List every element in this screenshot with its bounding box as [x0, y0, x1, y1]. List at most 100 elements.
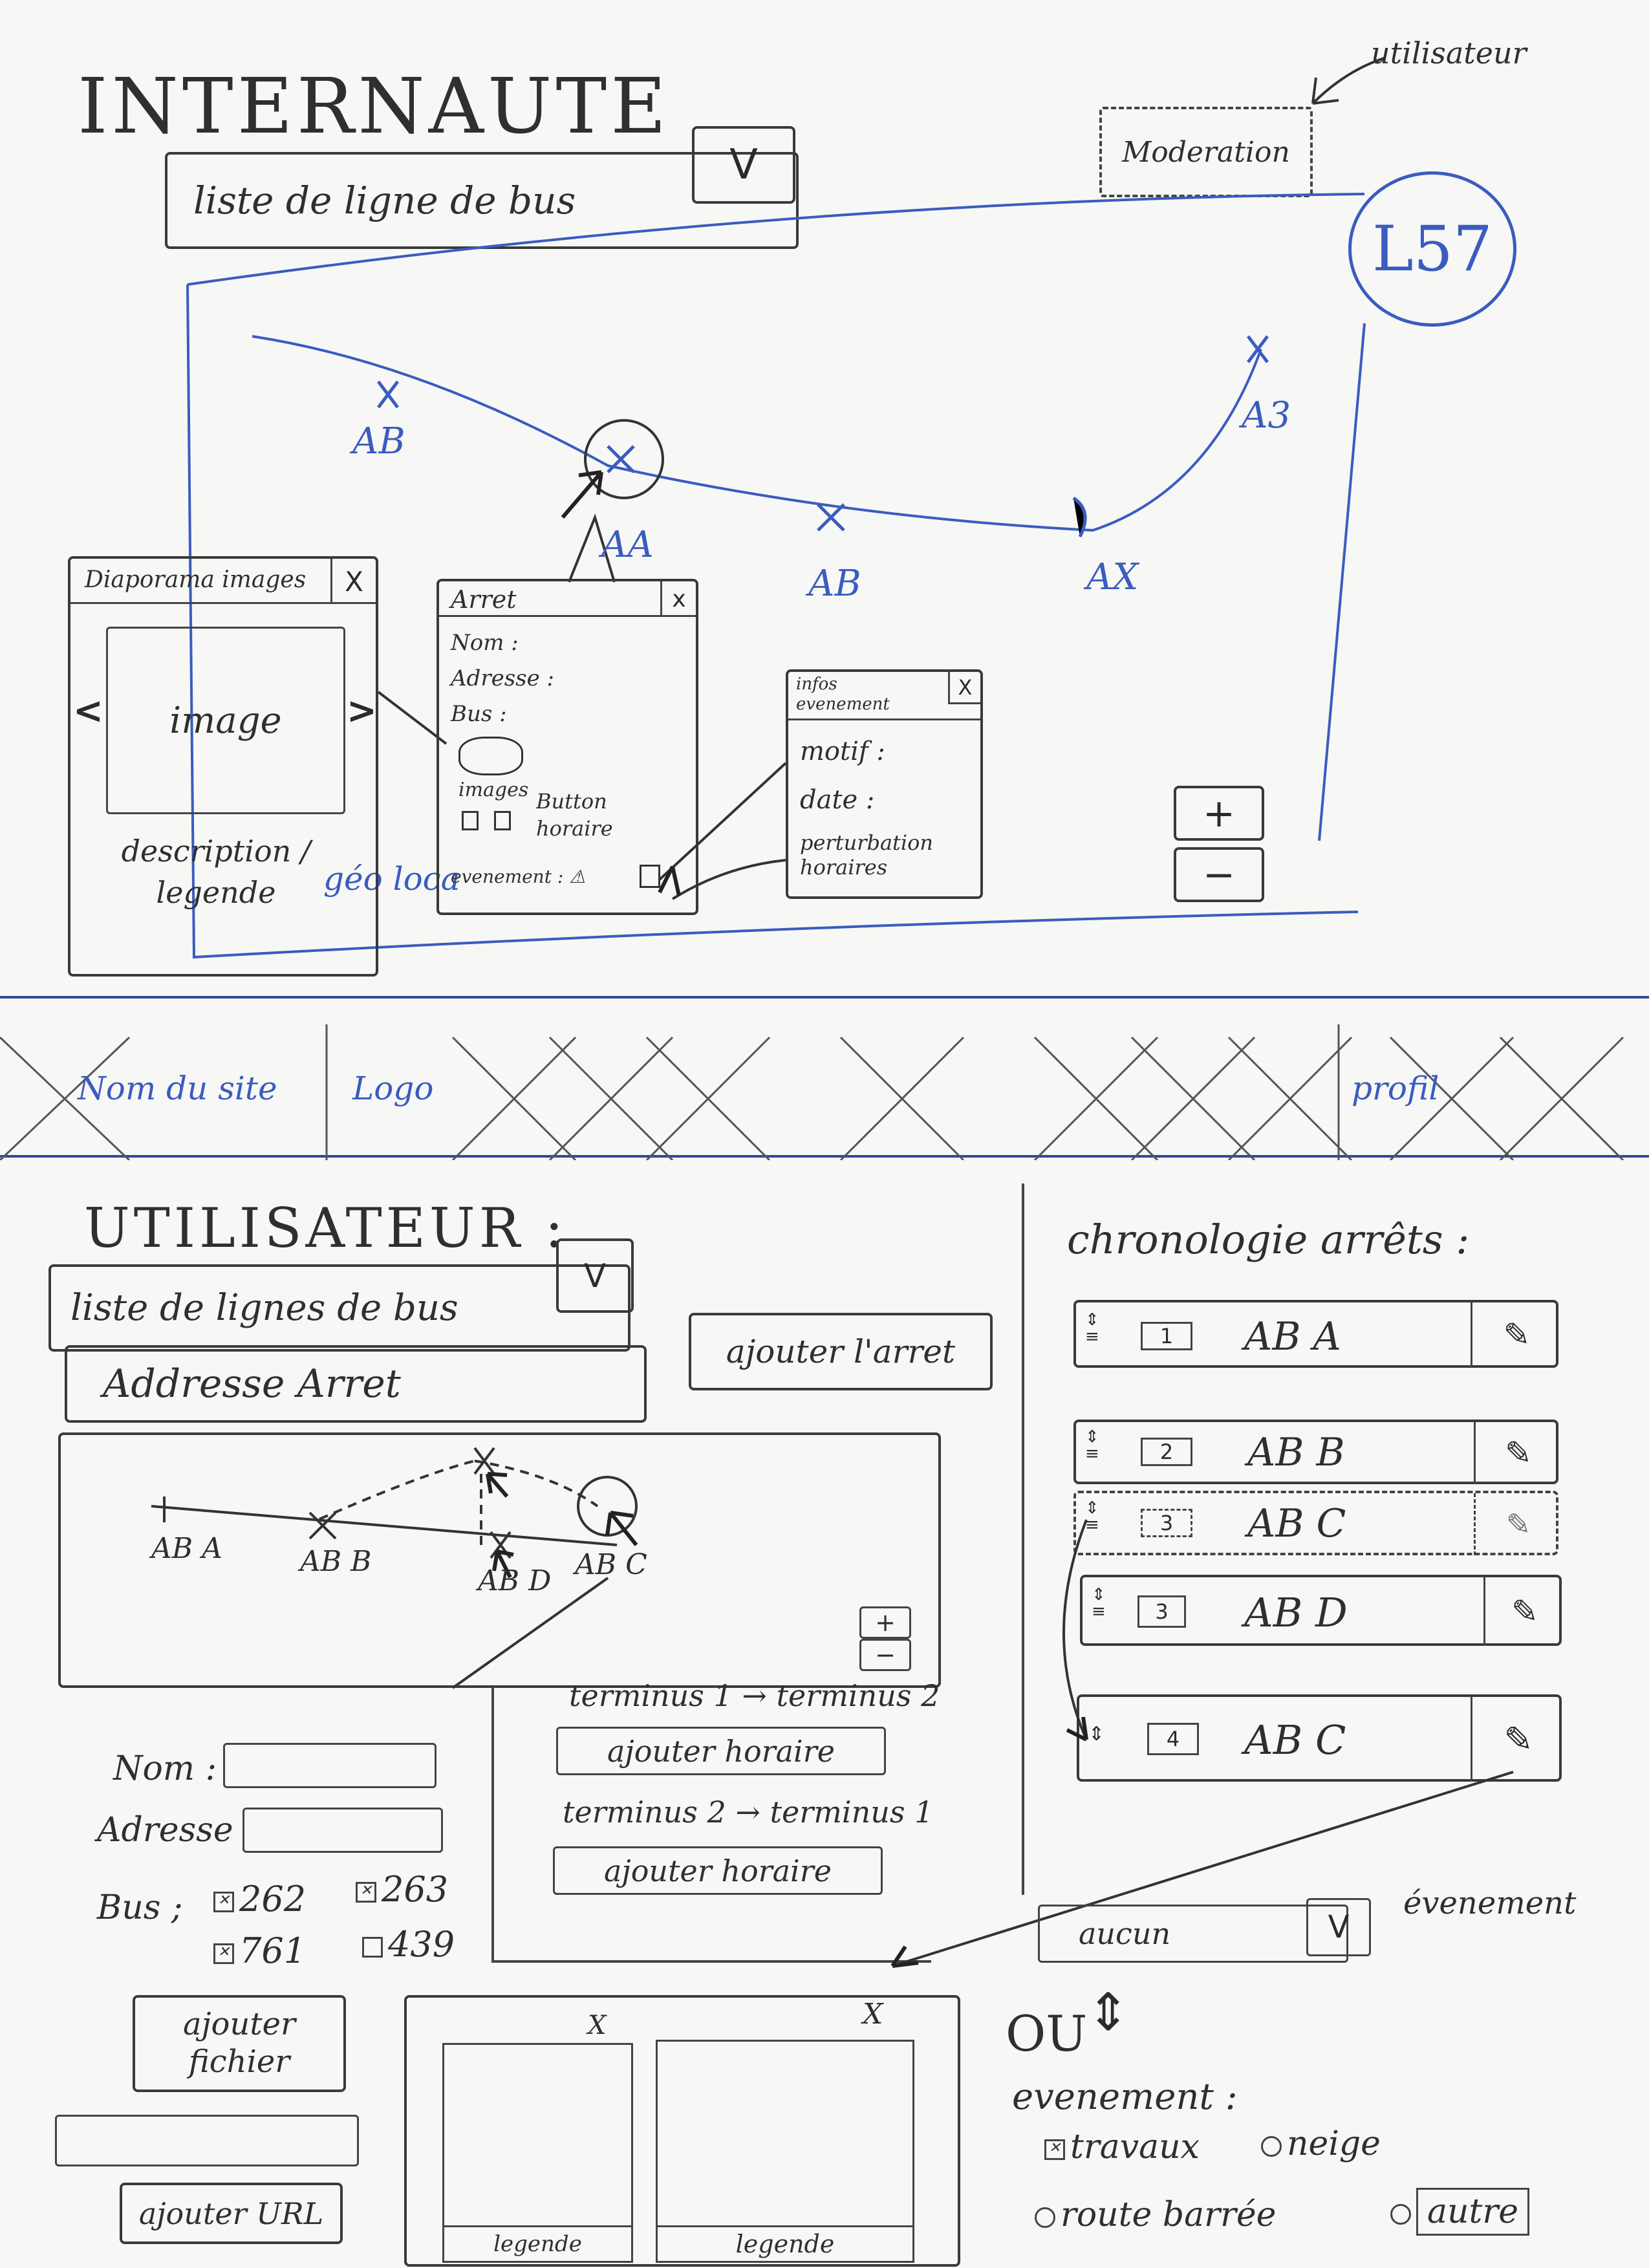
map-border [186, 193, 1366, 959]
drag-reorder-arrow [1062, 1519, 1088, 1742]
chronology-item-number: 3 [1137, 1595, 1186, 1628]
slideshow-title: Diaporama images [85, 567, 307, 593]
user-zoom-in-button[interactable]: + [859, 1606, 911, 1639]
stop-event-label: evenement : ⚠ [451, 866, 586, 887]
event-option-neige[interactable]: neige [1261, 2124, 1381, 2163]
reorder-handle-icon[interactable]: ⇕≡ [1092, 1585, 1106, 1621]
event-select-value: aucun [1079, 1916, 1171, 1951]
header-placeholder-pattern [0, 1024, 1624, 1160]
bus-checkbox-263[interactable]: ✕263 [356, 1869, 448, 1910]
profile-link[interactable]: profil [1352, 1070, 1439, 1107]
chronology-title: chronologie arrêts : [1067, 1216, 1470, 1263]
media-preview-panel: legende X legende X [404, 1995, 960, 2267]
edit-pencil-icon[interactable]: ✎ [1471, 1697, 1564, 1782]
checkbox-icon[interactable] [462, 811, 479, 830]
user-line-select-dropdown-button[interactable]: V [556, 1238, 634, 1313]
checkbox-icon [362, 1937, 383, 1958]
stop-marker [817, 503, 845, 532]
close-icon[interactable]: X [588, 2011, 607, 2040]
slideshow-popup: Diaporama images X image < > description… [68, 556, 378, 977]
reorder-handle-icon[interactable]: ⇕ [1088, 1723, 1105, 1745]
chronology-item[interactable]: ⇕≡ 2 AB B ✎ [1073, 1420, 1558, 1484]
chronology-item[interactable]: ⇕≡ 3 AB D ✎ [1080, 1575, 1562, 1646]
close-icon[interactable]: x [660, 581, 696, 617]
reorder-handle-icon[interactable]: ⇕≡ [1085, 1427, 1099, 1463]
chronology-item[interactable]: ⇕≡ 1 AB A ✎ [1073, 1300, 1558, 1368]
bus-checkbox-439[interactable]: 439 [362, 1924, 455, 1965]
address-input[interactable] [242, 1808, 443, 1853]
stop-address-input[interactable]: Addresse Arret [65, 1345, 647, 1423]
chronology-item-label: AB D [1244, 1589, 1348, 1636]
popup-pointer [568, 513, 616, 583]
minus-icon: − [875, 1641, 896, 1669]
slideshow-image: image [106, 627, 345, 814]
event-select[interactable]: aucun [1038, 1905, 1348, 1963]
reorder-handle-icon[interactable]: ⇕≡ [1085, 1498, 1099, 1535]
close-icon[interactable]: X [948, 672, 980, 704]
bus-checkbox-761[interactable]: ✕761 [213, 1930, 306, 1971]
edit-pencil-icon[interactable]: ✎ [1483, 1577, 1564, 1646]
close-icon[interactable]: X [863, 1998, 883, 2031]
site-name[interactable]: Nom du site [78, 1070, 277, 1107]
add-stop-button[interactable]: ajouter l'arret [689, 1313, 993, 1390]
event-option-route-barree[interactable]: route barrée [1035, 2196, 1276, 2234]
stop-marker [1072, 496, 1087, 538]
chronology-item-label: AB C [1244, 1716, 1346, 1764]
user-zoom-out-button[interactable]: − [859, 1639, 911, 1671]
zoom-out-button[interactable]: − [1174, 847, 1264, 902]
add-file-button[interactable]: ajouter fichier [133, 1995, 346, 2092]
url-input[interactable] [55, 2115, 359, 2166]
site-logo[interactable]: Logo [352, 1070, 434, 1107]
close-icon[interactable]: X [330, 559, 376, 604]
selected-stop-circle [584, 419, 664, 499]
schedule-button[interactable]: Button horaire [536, 789, 613, 841]
stop-popup: Arret x Nom : Adresse : Bus : images But… [436, 579, 698, 915]
chevron-down-icon: V [729, 141, 758, 189]
plus-icon: + [875, 1608, 896, 1637]
map-area[interactable] [0, 0, 1649, 1002]
name-input[interactable] [223, 1743, 436, 1788]
checkbox-icon: ✕ [1044, 2139, 1065, 2160]
stop-marker [607, 445, 635, 473]
chronology-item-dragging[interactable]: ⇕≡ 3 AB C ✎ [1073, 1491, 1558, 1555]
media-legend: legende [658, 2225, 912, 2261]
checkbox-icon[interactable] [494, 811, 511, 830]
event-option-autre[interactable]: autre [1390, 2188, 1530, 2236]
user-line-select-label: liste de lignes de bus [70, 1287, 458, 1329]
user-map-stop-label: AB C [575, 1548, 647, 1581]
event-field-reason: motif : [800, 737, 885, 766]
zoom-in-button[interactable]: + [1174, 786, 1264, 841]
edit-pencil-icon[interactable]: ✎ [1471, 1302, 1561, 1367]
previous-arrow-icon[interactable]: < [73, 689, 103, 732]
reorder-handle-icon[interactable]: ⇕≡ [1085, 1310, 1099, 1346]
edit-pencil-icon[interactable]: ✎ [1474, 1422, 1561, 1484]
stop-images-label: images [458, 779, 529, 801]
stop-address-input-value: Addresse Arret [103, 1361, 401, 1407]
minus-icon: − [1202, 852, 1236, 898]
line-badge: L57 [1348, 171, 1516, 327]
stop-image-thumbnail[interactable] [458, 737, 523, 775]
add-url-button[interactable]: ajouter URL [120, 2183, 343, 2244]
add-schedule-button-2[interactable]: ajouter horaire [553, 1846, 883, 1895]
user-map-stop-label: AB D [478, 1564, 552, 1597]
radio-icon [1035, 2207, 1055, 2228]
user-map-area[interactable]: AB A AB B AB D AB C + − [58, 1432, 941, 1688]
bus-checkbox-262[interactable]: ✕262 [213, 1879, 306, 1919]
media-preview: legende [442, 2043, 633, 2263]
edit-pencil-icon[interactable]: ✎ [1474, 1493, 1561, 1555]
chronology-item-number: 1 [1141, 1322, 1192, 1350]
chronology-item-number: 3 [1141, 1509, 1192, 1537]
section-divider [1022, 1183, 1024, 1895]
user-section-title: UTILISATEUR : [84, 1196, 567, 1260]
bus-route-line [252, 335, 1262, 532]
event-select-dropdown-button[interactable]: V [1306, 1898, 1371, 1956]
add-schedule-button-1[interactable]: ajouter horaire [556, 1727, 886, 1775]
event-popup-titlebar: infos evenement X [788, 672, 980, 720]
chronology-item-number: 4 [1147, 1723, 1199, 1755]
chronology-item[interactable]: ⇕ 4 AB C ✎ [1077, 1694, 1562, 1782]
next-arrow-icon[interactable]: > [347, 689, 377, 732]
event-option-travaux[interactable]: ✕travaux [1044, 2128, 1200, 2166]
line-select-dropdown-button[interactable]: V [692, 126, 795, 204]
event-info-icon[interactable] [640, 865, 660, 888]
